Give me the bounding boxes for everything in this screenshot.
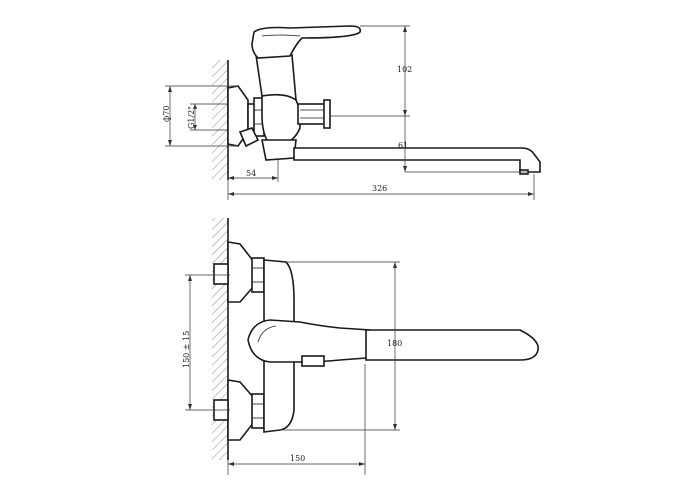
- spout-swivel: [261, 139, 297, 161]
- cartridge-housing: [255, 54, 297, 102]
- side-view: 102 61 ф70 G1/2" 54 326: [162, 25, 541, 200]
- lever-handle: [251, 25, 362, 59]
- dim-width: 150: [290, 454, 305, 463]
- dim-height: 102: [397, 65, 412, 74]
- lower-nut: [251, 393, 265, 429]
- dim-thread: G1/2": [187, 106, 196, 129]
- dim-wall-offset: 54: [246, 169, 256, 178]
- upper-nut: [251, 257, 265, 293]
- lower-flange: [227, 379, 255, 441]
- dim-spout-height: 61: [398, 141, 408, 150]
- dim-diameter: ф70: [162, 106, 171, 122]
- top-view: 180 150 ± 15 150: [182, 218, 539, 475]
- dim-spout-length: 326: [372, 184, 387, 193]
- upper-flange: [227, 241, 255, 303]
- diverter-knob: [238, 127, 260, 148]
- side-wall-hatch: [212, 60, 228, 180]
- top-wall-hatch: [212, 218, 228, 460]
- long-spout: [293, 147, 541, 173]
- top-spout: [365, 329, 539, 361]
- dim-center-distance: 150 ± 15: [182, 331, 191, 368]
- dim-depth: 180: [387, 339, 402, 348]
